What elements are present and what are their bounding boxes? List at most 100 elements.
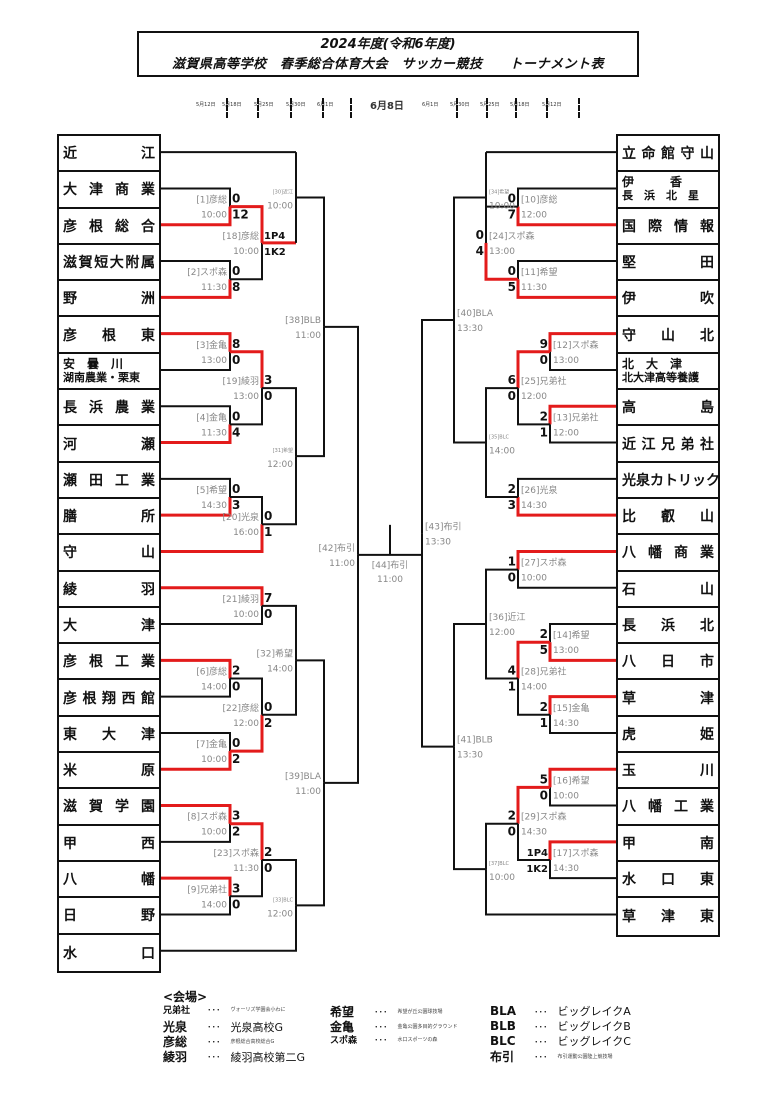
team-name: 甲西 [59,826,159,862]
score: 1P4 [527,848,548,859]
legend-item: BLB･･･ビッグレイクB [490,1018,631,1034]
venue-abbr: 彦総 [163,1035,188,1049]
score: 1 [540,716,548,730]
match-label: [37]BLC [489,861,509,867]
score: 3 [232,881,240,895]
date-separator [322,98,326,118]
venue-name: 布引運動公園陸上競技場 [557,1054,613,1060]
match-time: 11:00 [329,559,355,569]
match-label: [24]スポ森 [489,230,534,242]
title-year: 2024年度(令和6年度) [320,37,456,52]
score: 2 [508,809,516,823]
team-name: 安 曇 川 [63,356,124,371]
date-label: 5月12日 [196,102,216,108]
match-arm [516,549,616,570]
team-name: 水口東 [618,862,718,899]
match-arm [517,678,550,716]
match-time: 10:00 [489,873,515,883]
team-name: 大津 [59,608,159,645]
match-arm [161,405,231,425]
venue-name: ビッグレイクB [557,1020,631,1033]
team-name: 八日市 [618,644,718,681]
score: 0 [232,409,240,423]
match-arm [516,497,616,517]
match-time: 11:30 [201,428,227,438]
match-arm [161,279,232,299]
team-name: 虎姫 [618,717,718,754]
team-name: 比叡山 [618,499,718,536]
match-arm [161,187,231,207]
match-label: [30]近江 [273,189,293,196]
match-time: 10:00 [201,828,227,838]
legend-item: BLC･･･ビッグレイクC [490,1033,631,1049]
team-name: 立命館守山 [618,136,718,173]
match-time: 14:30 [521,501,547,511]
team-name: 長浜農業 [59,390,159,427]
venue-name: ビッグレイクA [557,1005,631,1018]
match-arm [516,640,550,679]
date-separator [578,98,582,118]
title-box: 2024年度(令和6年度) 滋賀県高等学校 春季総合体育大会 サッカー競技 トー… [137,31,639,77]
match-arm [262,456,297,526]
match-arm [230,524,264,553]
match-label: [29]スポ森 [521,811,566,823]
match-arm [324,554,359,784]
legend-dots: ･･･ [374,1008,388,1018]
match-arm [548,840,616,860]
match-time: 10:00 [489,202,515,212]
date-separator [290,98,294,118]
date-separator [515,98,519,118]
match-arm [161,804,232,824]
match-arm [421,533,454,748]
venue-abbr: 布引 [490,1050,515,1064]
match-time: 11:00 [295,331,321,341]
legend-item: 彦総･･･彦根総合高校総合G [163,1033,274,1050]
venue-name: 金亀公園多目的グラウンド [397,1024,458,1030]
score: 0 [232,897,240,911]
team-name: 高島 [618,390,718,427]
team-name: 彦根翔西館 [59,680,159,717]
match-label: [28]兄弟社 [521,666,566,678]
match-time: 14:00 [201,900,227,910]
legend-item: 布引 ･･･ 布引運動公園陸上競技場 [490,1048,613,1065]
score: 12 [232,208,249,222]
legend-dots: ･･･ [207,1006,221,1016]
team-name: 彦根東 [59,317,159,354]
legend-dots: ･･･ [534,1053,548,1063]
match-time: 12:00 [521,392,547,402]
match-arm [161,678,231,698]
match-label: [39]BLA [285,772,322,782]
score: 2 [508,482,516,496]
legend-title: <会場> [163,990,208,1004]
team-name: 東大津 [59,717,159,754]
venue-abbr: 金亀 [330,1020,355,1034]
match-arm [230,350,264,389]
match-arm [230,496,263,525]
match-arm [161,497,232,517]
match-time: 14:30 [521,828,547,838]
team-name: 瀬田工業 [59,463,159,499]
match-arm [296,326,325,458]
score: 2 [232,664,240,678]
match-arm [549,351,616,371]
match-time: 10:00 [521,574,547,584]
date-label: 5月25日 [480,102,500,108]
match-label: [16]希望 [553,774,589,786]
legend-item: 綾羽･･･綾羽高校第二G [163,1048,305,1065]
match-arm [453,320,486,444]
match-label: [15]金亀 [553,702,589,714]
match-arm [485,442,518,498]
score: 4 [508,664,516,678]
match-label: [3]金亀 [196,339,227,351]
venue-abbr: BLB [490,1019,516,1033]
score: 1 [508,680,516,694]
match-time: 14:00 [267,664,293,674]
team-name: 大津商業 [59,172,159,209]
team-cell: 伊 香長 浜 北 星 [618,172,718,209]
score: 1K2 [526,864,548,875]
score: 1 [264,525,272,539]
match-arm [421,319,454,534]
match-arm [161,206,232,227]
score: 0 [232,482,240,496]
score: 0 [508,571,516,585]
